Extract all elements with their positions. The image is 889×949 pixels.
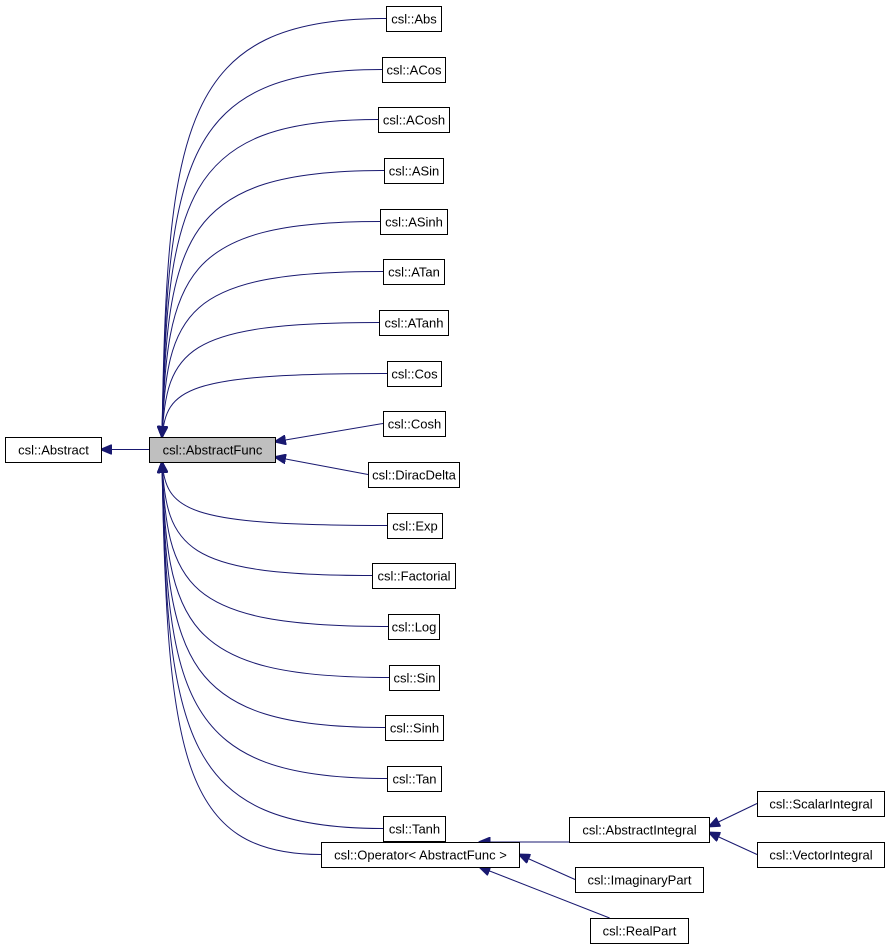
edge-sinh-to-abstractfunc	[162, 462, 386, 728]
node-label: csl::Cos	[391, 367, 438, 382]
node-box	[569, 817, 710, 843]
node-label: csl::RealPart	[603, 924, 677, 939]
class-node-abstractintegral[interactable]: csl::AbstractIntegral	[569, 817, 710, 843]
node-box	[590, 918, 689, 944]
node-label: csl::AbstractIntegral	[582, 823, 696, 838]
node-label: csl::ACosh	[383, 113, 445, 128]
node-box	[757, 791, 885, 817]
edge-acos-to-abstractfunc	[162, 69, 383, 438]
node-label: csl::Operator< AbstractFunc >	[334, 848, 507, 863]
node-label: csl::ASin	[389, 164, 440, 179]
edge-atan-to-abstractfunc	[162, 271, 384, 438]
edge-abs-to-abstractfunc	[162, 18, 387, 438]
class-node-asin[interactable]: csl::ASin	[384, 158, 444, 184]
class-node-tan[interactable]: csl::Tan	[387, 766, 442, 792]
class-node-sin[interactable]: csl::Sin	[389, 665, 440, 691]
node-box	[383, 411, 446, 437]
node-box	[321, 842, 520, 868]
edge-cosh-to-abstractfunc	[275, 423, 384, 442]
node-box	[382, 57, 446, 83]
node-box	[5, 437, 102, 463]
edge-cos-to-abstractfunc	[162, 373, 388, 438]
node-box	[386, 6, 442, 32]
edge-acosh-to-abstractfunc	[162, 119, 379, 438]
class-node-asinh[interactable]: csl::ASinh	[380, 209, 448, 235]
class-node-acosh[interactable]: csl::ACosh	[378, 107, 450, 133]
class-node-abstractfunc[interactable]: csl::AbstractFunc	[149, 437, 276, 463]
class-node-realpart[interactable]: csl::RealPart	[590, 918, 689, 944]
edge-factorial-to-abstractfunc	[162, 462, 373, 576]
edge-tanh-to-abstractfunc	[162, 462, 384, 829]
class-node-abstract[interactable]: csl::Abstract	[5, 437, 102, 463]
class-node-log[interactable]: csl::Log	[388, 614, 440, 640]
edge-operator-to-abstractfunc	[162, 462, 322, 855]
node-box	[149, 437, 276, 463]
node-label: csl::ATan	[388, 265, 440, 280]
edge-diracdelta-to-abstractfunc	[275, 457, 369, 475]
class-node-atanh[interactable]: csl::ATanh	[379, 310, 449, 336]
edge-tan-to-abstractfunc	[162, 462, 388, 779]
class-node-cosh[interactable]: csl::Cosh	[383, 411, 446, 437]
node-label: csl::Tanh	[389, 822, 440, 837]
class-node-operator[interactable]: csl::Operator< AbstractFunc >	[321, 842, 520, 868]
edge-realpart-to-operator	[479, 867, 610, 919]
node-label: csl::ACos	[387, 63, 442, 78]
edge-exp-to-abstractfunc	[162, 462, 388, 526]
node-label: csl::ATanh	[384, 316, 443, 331]
class-node-atan[interactable]: csl::ATan	[383, 259, 445, 285]
node-label: csl::Sin	[394, 671, 436, 686]
edge-scalarintegral-to-abstractintegral	[709, 803, 758, 827]
edge-asin-to-abstractfunc	[162, 170, 385, 438]
node-box	[368, 462, 460, 488]
edge-asinh-to-abstractfunc	[162, 221, 381, 438]
node-box	[575, 867, 704, 893]
node-box	[383, 816, 446, 842]
node-label: csl::Tan	[392, 772, 436, 787]
class-node-factorial[interactable]: csl::Factorial	[372, 563, 456, 589]
node-label: csl::ImaginaryPart	[587, 873, 691, 888]
class-node-vectorintegral[interactable]: csl::VectorIntegral	[757, 842, 885, 868]
class-node-cos[interactable]: csl::Cos	[387, 361, 442, 387]
edge-log-to-abstractfunc	[162, 462, 389, 627]
edge-atanh-to-abstractfunc	[162, 322, 380, 438]
edge-imaginarypart-to-operator	[519, 855, 576, 880]
class-node-sinh[interactable]: csl::Sinh	[385, 715, 444, 741]
node-box	[387, 361, 442, 387]
class-node-tanh[interactable]: csl::Tanh	[383, 816, 446, 842]
node-box	[384, 158, 444, 184]
node-box	[387, 766, 442, 792]
node-label: csl::DiracDelta	[372, 468, 457, 483]
node-label: csl::VectorIntegral	[769, 848, 872, 863]
node-box	[388, 614, 440, 640]
class-node-exp[interactable]: csl::Exp	[387, 513, 443, 539]
class-node-acos[interactable]: csl::ACos	[382, 57, 446, 83]
class-node-scalarintegral[interactable]: csl::ScalarIntegral	[757, 791, 885, 817]
node-box	[380, 209, 448, 235]
node-label: csl::Abs	[391, 12, 437, 27]
edge-sin-to-abstractfunc	[162, 462, 390, 678]
node-box	[372, 563, 456, 589]
node-label: csl::Factorial	[378, 569, 451, 584]
class-node-imaginarypart[interactable]: csl::ImaginaryPart	[575, 867, 704, 893]
node-label: csl::Sinh	[390, 721, 439, 736]
edge-vectorintegral-to-abstractintegral	[709, 833, 758, 855]
class-node-diracdelta[interactable]: csl::DiracDelta	[368, 462, 460, 488]
node-box	[378, 107, 450, 133]
node-box	[757, 842, 885, 868]
node-box	[379, 310, 449, 336]
node-label: csl::Cosh	[388, 417, 441, 432]
node-box	[385, 715, 444, 741]
class-node-abs[interactable]: csl::Abs	[386, 6, 442, 32]
node-label: csl::ASinh	[385, 215, 443, 230]
node-label: csl::ScalarIntegral	[769, 797, 872, 812]
node-label: csl::Exp	[392, 519, 438, 534]
node-box	[383, 259, 445, 285]
node-label: csl::AbstractFunc	[163, 443, 263, 458]
node-label: csl::Log	[392, 620, 437, 635]
node-label: csl::Abstract	[18, 443, 89, 458]
node-box	[387, 513, 443, 539]
node-box	[389, 665, 440, 691]
